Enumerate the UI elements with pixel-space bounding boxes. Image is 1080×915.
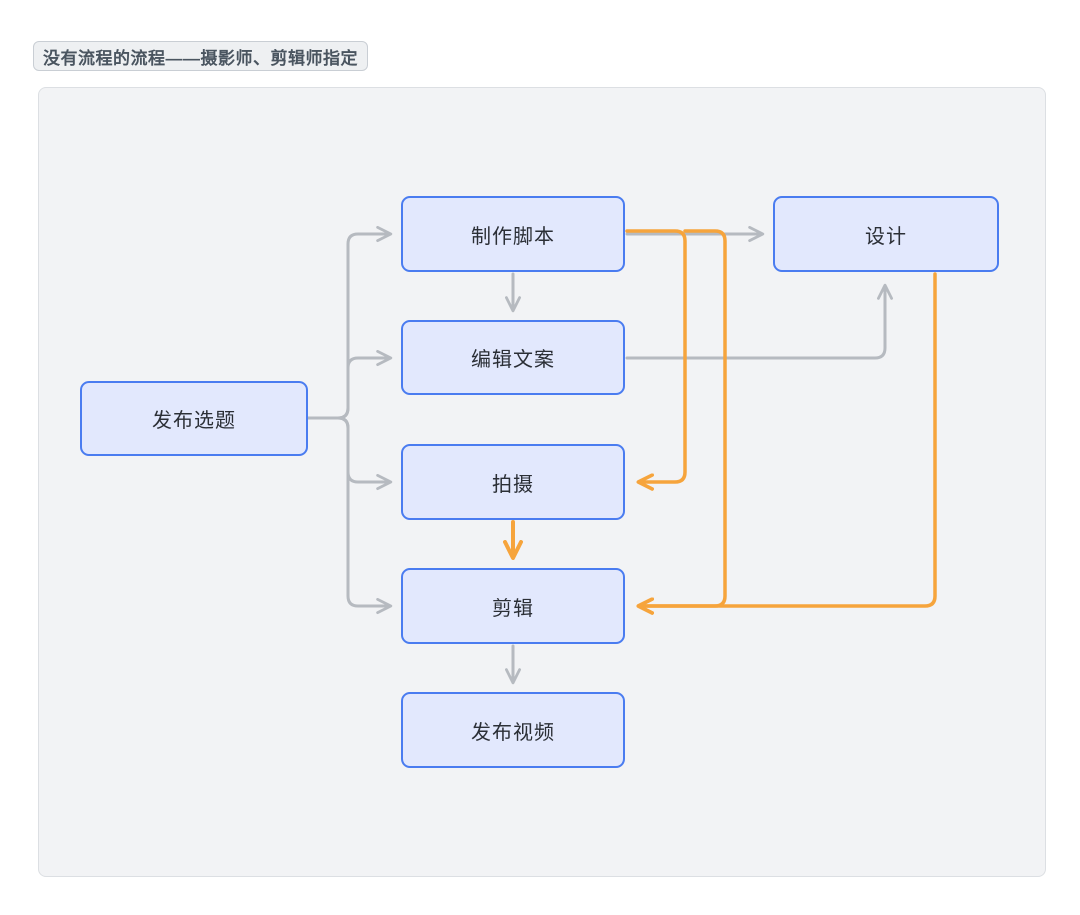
node-edit-copy[interactable]: 编辑文案 <box>401 320 625 395</box>
node-shooting[interactable]: 拍摄 <box>401 444 625 520</box>
node-video-editing[interactable]: 剪辑 <box>401 568 625 644</box>
node-make-script[interactable]: 制作脚本 <box>401 196 625 272</box>
node-publish-topic[interactable]: 发布选题 <box>80 381 308 456</box>
node-publish-video[interactable]: 发布视频 <box>401 692 625 768</box>
page-title: 没有流程的流程——摄影师、剪辑师指定 <box>33 41 368 71</box>
node-design[interactable]: 设计 <box>773 196 999 272</box>
